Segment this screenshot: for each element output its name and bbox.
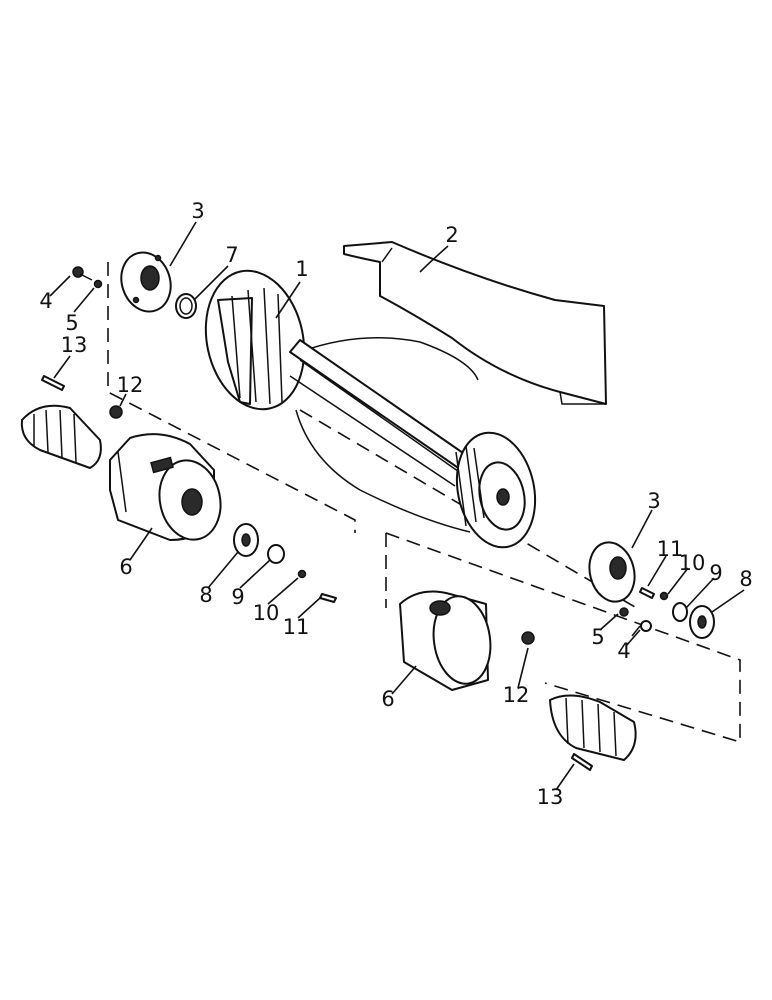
callout-10-right: 10 <box>679 551 706 575</box>
part-2-strip <box>343 241 607 405</box>
part-5-right-washer <box>619 607 629 617</box>
callout-13-right: 13 <box>537 785 564 809</box>
part-10-left-washer <box>297 569 307 579</box>
callout-3-left: 3 <box>191 199 204 223</box>
part-9-right-spacer <box>672 602 688 622</box>
callout-8-left: 8 <box>199 583 212 607</box>
part-11-left-screw <box>319 593 337 603</box>
callout-11-right: 11 <box>657 537 684 561</box>
part-11-right-screw <box>639 587 655 599</box>
part-7-o-ring <box>175 293 197 319</box>
part-5-left-washer <box>93 279 103 289</box>
callout-4-left: 4 <box>39 289 52 313</box>
part-6-right-housing <box>399 590 492 691</box>
callout-8-right: 8 <box>739 567 752 591</box>
part-12-left-nut <box>109 405 123 419</box>
leader-lines <box>49 221 745 791</box>
callout-6-right: 6 <box>381 687 394 711</box>
callout-13-left: 13 <box>61 333 88 357</box>
part-9-left-spacer <box>267 544 285 564</box>
callout-2: 2 <box>445 223 458 247</box>
callout-5-left: 5 <box>65 311 78 335</box>
callout-9-left: 9 <box>231 585 244 609</box>
callout-12-left: 12 <box>117 373 144 397</box>
part-8-right-gear <box>689 605 715 639</box>
callout-9-right: 9 <box>709 561 722 585</box>
part-4-right-bolt <box>631 620 652 637</box>
callout-10-left: 10 <box>253 601 280 625</box>
part-8-left-gear <box>233 523 259 557</box>
part-12-right-nut <box>521 631 535 645</box>
part-13-right-pin <box>571 753 593 771</box>
callout-5-right: 5 <box>591 625 604 649</box>
right-hydraulic-motor <box>549 694 637 761</box>
callout-6-left: 6 <box>119 555 132 579</box>
callout-1: 1 <box>295 257 308 281</box>
part-4-left-bolt <box>72 266 93 281</box>
left-hydraulic-motor <box>20 404 102 469</box>
assembly-dashed-lines <box>107 262 741 744</box>
part-6-left-housing <box>109 433 222 541</box>
part-13-left-pin <box>41 375 65 391</box>
part-3-left-flange <box>120 251 172 313</box>
callout-labels: 1 2 3 7 4 5 13 12 6 8 9 10 11 3 11 10 9 … <box>39 199 752 809</box>
callout-4-right: 4 <box>617 639 630 663</box>
callout-3-right: 3 <box>647 489 660 513</box>
callout-12-right: 12 <box>503 683 530 707</box>
callout-11-left: 11 <box>283 615 310 639</box>
callout-7: 7 <box>225 243 238 267</box>
part-3-right-flange <box>588 541 636 603</box>
part-1-drum-shaft <box>204 269 537 549</box>
part-10-right-washer <box>659 591 669 601</box>
